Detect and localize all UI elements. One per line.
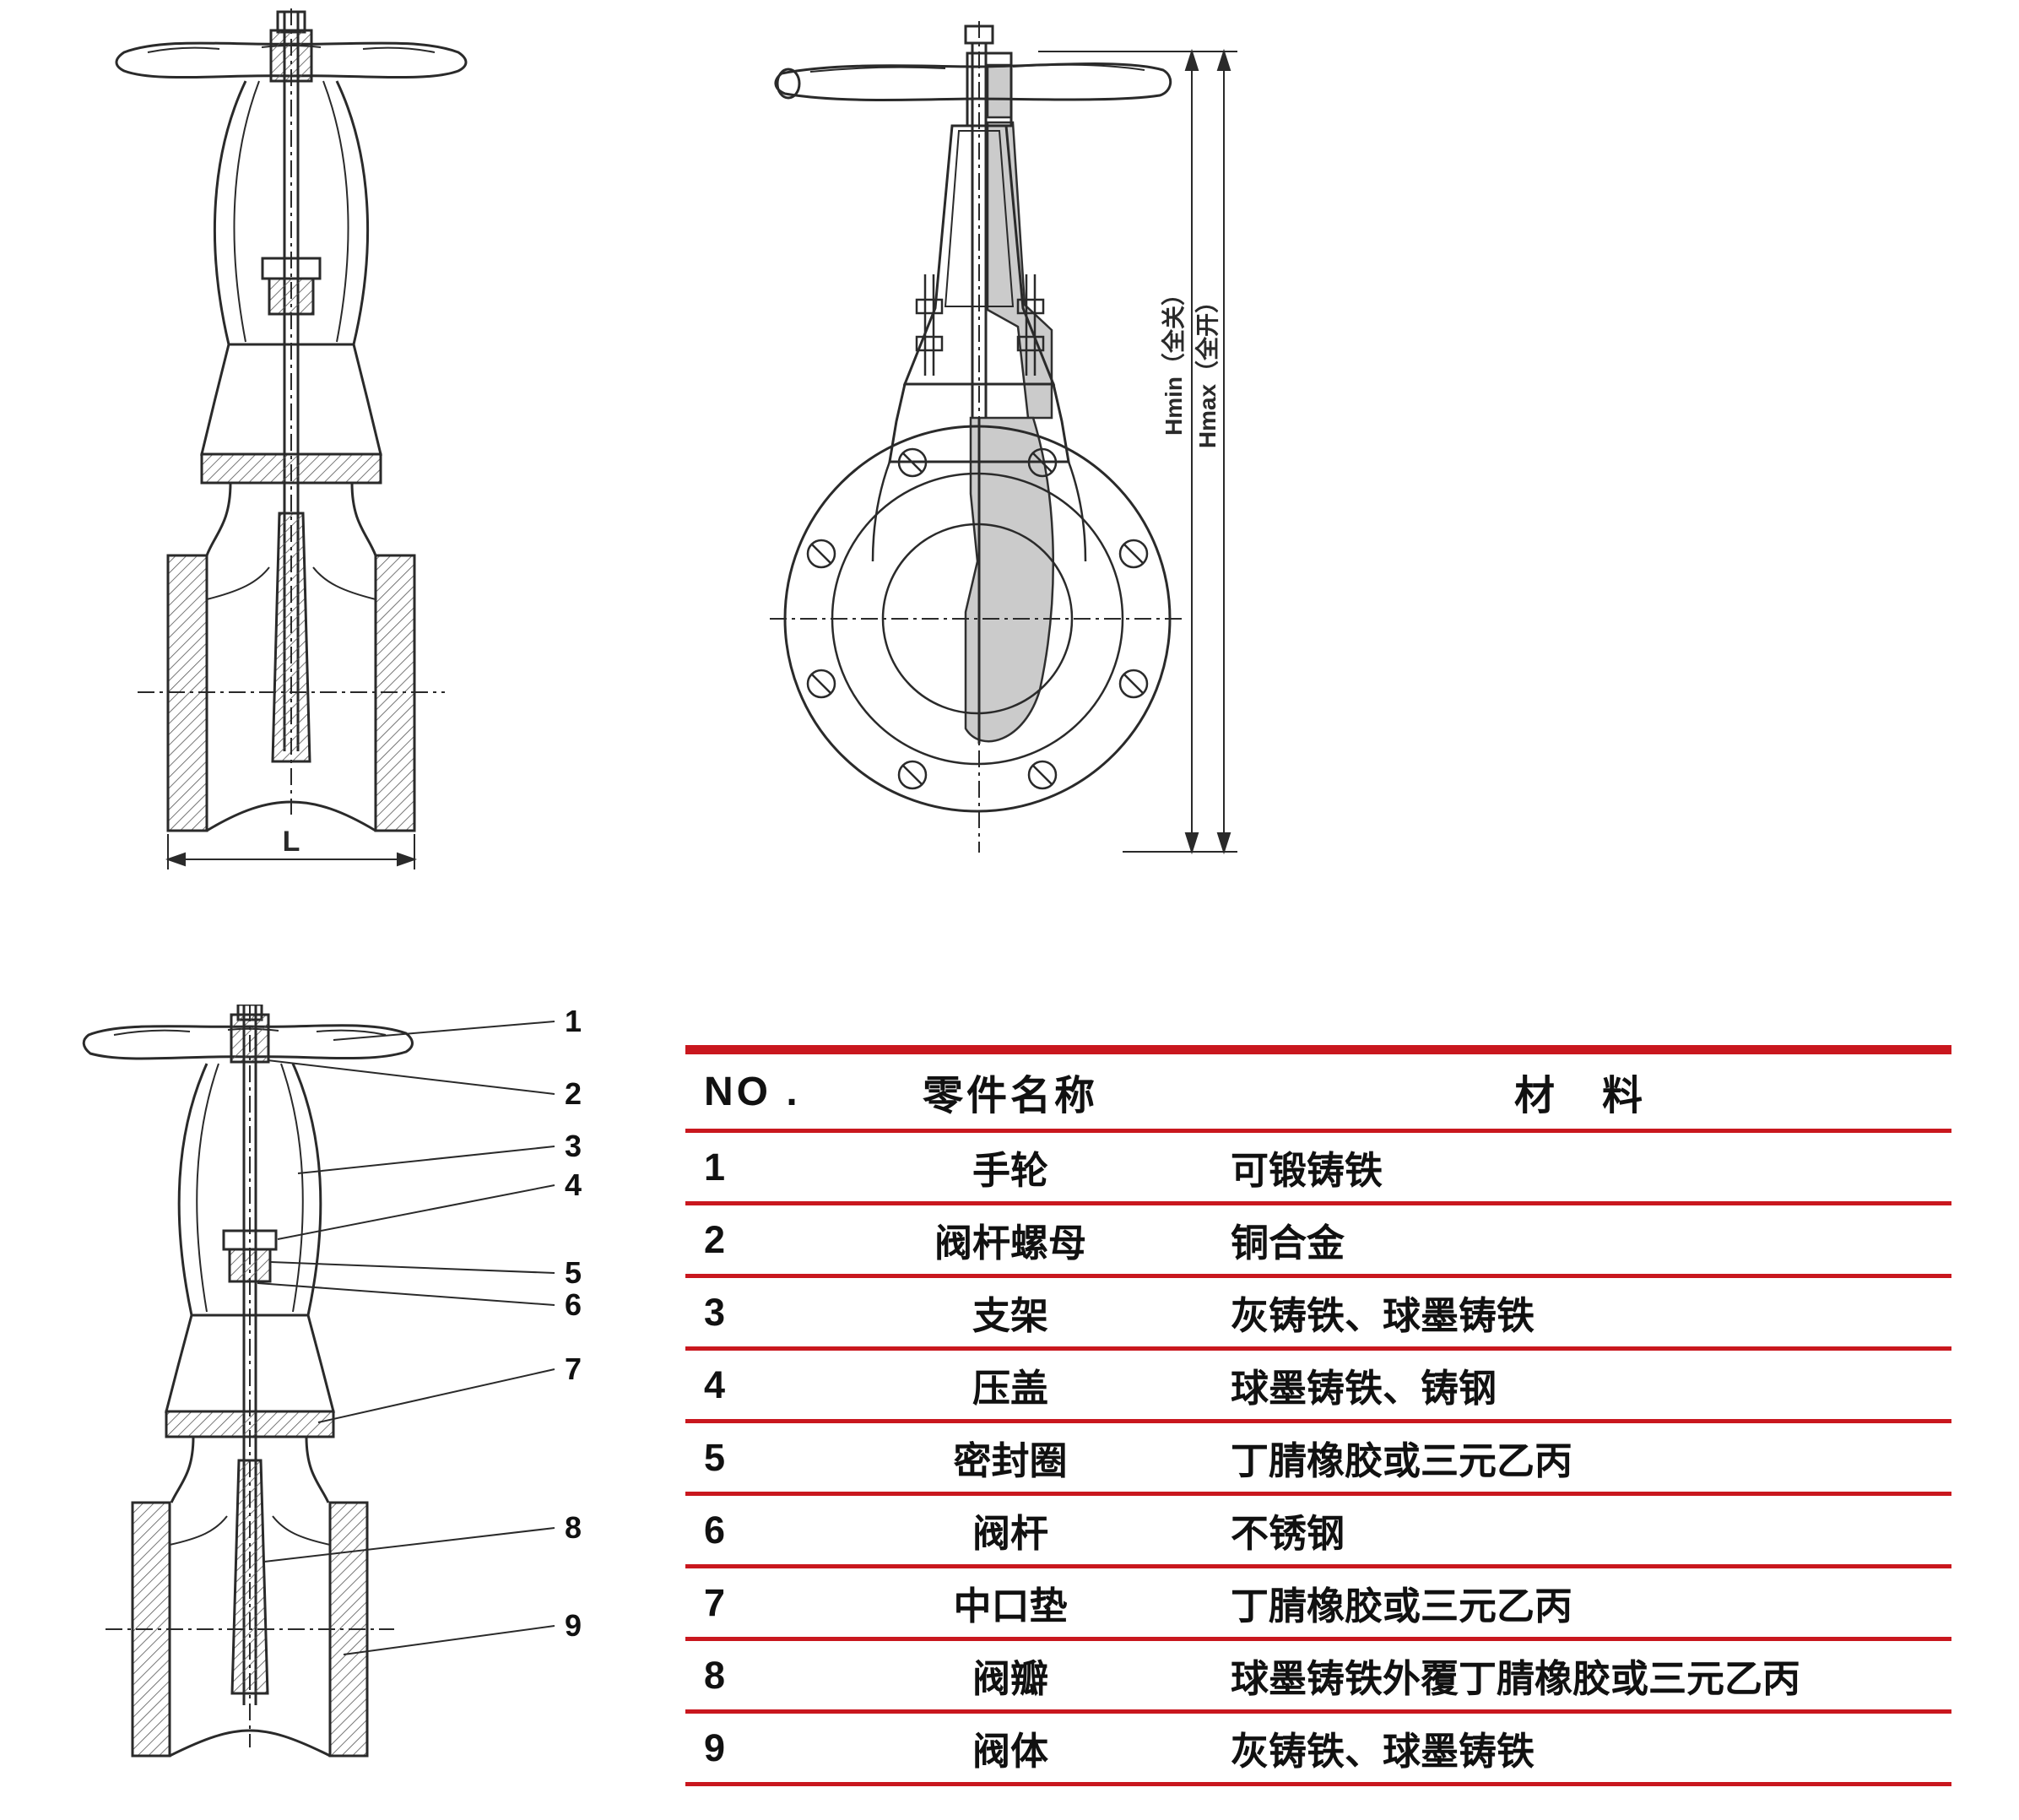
table-row: 6 阀杆 不锈钢 [685, 1494, 1951, 1567]
cell-material: 球墨铸铁外覆丁腈橡胶或三元乙丙 [1231, 1657, 1801, 1700]
callout-leader-lines [257, 1021, 555, 1655]
handwheel [774, 62, 1172, 101]
flange-bolt-holes [806, 447, 1149, 790]
cell-part-name: 中口垫 [953, 1584, 1068, 1628]
table-header-row: NO . 零件名称 材 料 [685, 1049, 1951, 1131]
cell-material: 铜合金 [1231, 1221, 1345, 1265]
valve-front-view-drawing: Hmin（全关） Hmax（全开） [770, 21, 1237, 855]
cell-material: 丁腈橡胶或三元乙丙 [1231, 1584, 1573, 1628]
cell-no: 5 [704, 1435, 726, 1479]
cell-part-name: 密封圈 [953, 1439, 1068, 1482]
centerlines [106, 1005, 394, 1747]
table-row: 7 中口垫 丁腈橡胶或三元乙丙 [685, 1567, 1951, 1639]
cell-material: 灰铸铁、球墨铸铁 [1231, 1294, 1535, 1337]
cell-part-name: 阀瓣 [972, 1657, 1048, 1700]
callout-7: 7 [565, 1351, 582, 1386]
cell-material: 可锻铸铁 [1231, 1149, 1383, 1192]
table-row: 9 阀体 灰铸铁、球墨铸铁 [685, 1712, 1951, 1785]
callout-6: 6 [565, 1287, 582, 1322]
centerlines [770, 21, 1182, 853]
gate-disc [271, 512, 311, 763]
callout-5: 5 [565, 1255, 582, 1290]
cell-part-name: 压盖 [972, 1367, 1048, 1410]
length-dimension-label: L [283, 826, 300, 858]
cell-no: 6 [704, 1508, 726, 1552]
height-max-label: Hmax（全开） [1194, 290, 1221, 448]
cell-no: 8 [704, 1653, 726, 1697]
bonnet-bolts [915, 274, 1045, 376]
callout-8: 8 [565, 1510, 582, 1545]
callout-2: 2 [565, 1076, 582, 1111]
length-dimension: L [165, 826, 418, 869]
cell-no: 9 [704, 1725, 726, 1769]
cell-material: 灰铸铁、球墨铸铁 [1231, 1730, 1535, 1773]
cell-no: 4 [704, 1362, 726, 1406]
cell-part-name: 阀体 [972, 1730, 1048, 1773]
valve-side-section-drawing: L [115, 8, 468, 869]
table-row: 3 支架 灰铸铁、球墨铸铁 [685, 1276, 1951, 1349]
table-row: 8 阀瓣 球墨铸铁外覆丁腈橡胶或三元乙丙 [685, 1639, 1951, 1712]
bonnet [871, 382, 1087, 562]
cell-no: 7 [704, 1580, 726, 1624]
gate-disc [230, 1459, 269, 1695]
cell-material: 不锈钢 [1231, 1512, 1345, 1555]
height-min-label: Hmin（全关） [1160, 282, 1187, 436]
cell-part-name: 支架 [972, 1294, 1048, 1337]
table-row: 2 阀杆螺母 铜合金 [685, 1204, 1951, 1276]
table-row: 5 密封圈 丁腈橡胶或三元乙丙 [685, 1422, 1951, 1494]
valve-callout-drawing: 1 2 3 4 5 6 7 8 9 [82, 1005, 582, 1758]
callout-1: 1 [565, 1005, 582, 1038]
header-part-name: 零件名称 [922, 1074, 1098, 1119]
cell-material: 球墨铸铁、铸钢 [1231, 1367, 1497, 1410]
height-dimension: Hmin（全关） Hmax（全开） [1038, 48, 1237, 855]
yoke [177, 1063, 322, 1316]
cell-no: 2 [704, 1217, 726, 1261]
yoke [213, 80, 370, 345]
header-material: 材 料 [1513, 1074, 1646, 1119]
cell-part-name: 阀杆 [972, 1512, 1048, 1555]
cell-part-name: 手轮 [972, 1149, 1048, 1192]
centerlines [138, 8, 445, 815]
callout-3: 3 [565, 1129, 582, 1163]
table-row: 1 手轮 可锻铸铁 [685, 1131, 1951, 1204]
callout-9: 9 [565, 1608, 582, 1643]
cell-part-name: 阀杆螺母 [934, 1221, 1086, 1265]
callout-numbers: 1 2 3 4 5 6 7 8 9 [565, 1005, 582, 1643]
header-no: NO . [704, 1069, 801, 1114]
cell-no: 1 [704, 1145, 726, 1189]
cell-no: 3 [704, 1290, 726, 1334]
table-row: 4 压盖 球墨铸铁、铸钢 [685, 1349, 1951, 1422]
cell-material: 丁腈橡胶或三元乙丙 [1231, 1439, 1573, 1482]
callout-4: 4 [565, 1167, 582, 1202]
